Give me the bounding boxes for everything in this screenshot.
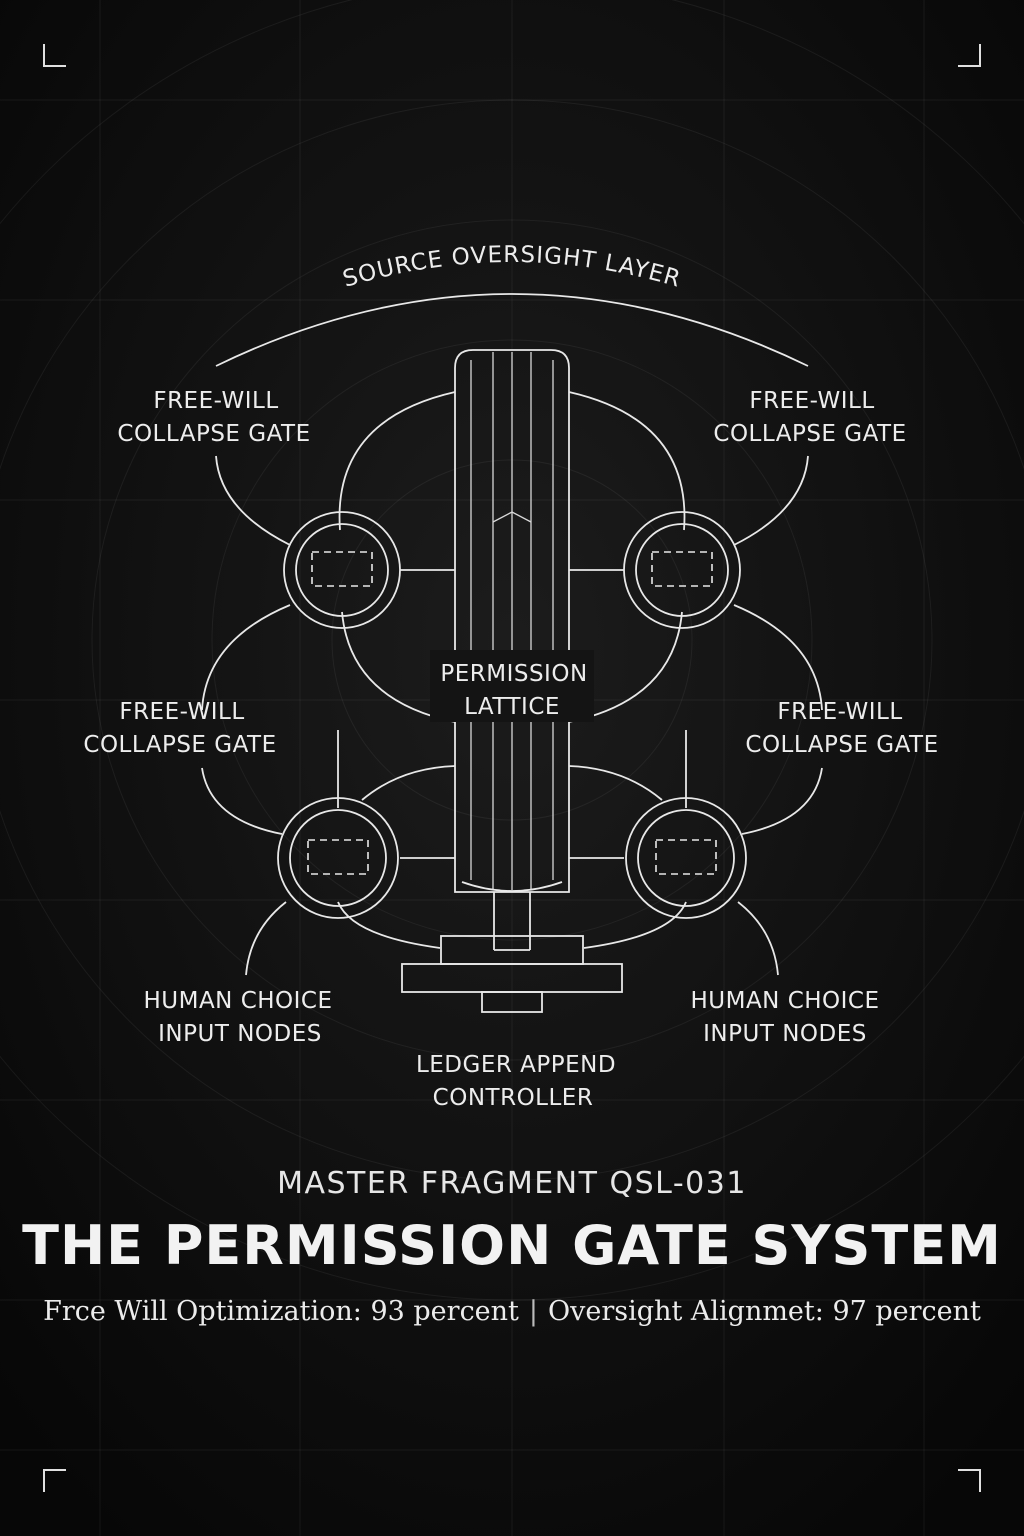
input-nodes-label-left: HUMAN CHOICE INPUT NODES	[143, 988, 332, 1047]
gate-node-top-right	[623, 511, 741, 629]
gate-node-bottom-left	[277, 797, 399, 919]
gate-label-mid-right: FREE-WILL COLLAPSE GATE	[745, 699, 938, 758]
svg-text:COLLAPSE GATE: COLLAPSE GATE	[117, 421, 310, 447]
permission-lattice-column	[454, 349, 570, 951]
svg-text:LATTICE: LATTICE	[464, 694, 560, 720]
metric-free-will: Frce Will Optimization: 93 percent	[43, 1296, 519, 1327]
svg-text:COLLAPSE GATE: COLLAPSE GATE	[745, 732, 938, 758]
svg-text:FREE-WILL: FREE-WILL	[119, 699, 244, 725]
center-label-backing	[430, 650, 594, 722]
metric-separator: |	[528, 1296, 539, 1327]
gate-label-mid-left: FREE-WILL COLLAPSE GATE	[83, 699, 276, 758]
ledger-append-base	[401, 935, 623, 1013]
gate-label-top-left: FREE-WILL COLLAPSE GATE	[117, 388, 310, 447]
gate-label-top-right: FREE-WILL COLLAPSE GATE	[713, 388, 906, 447]
fragment-subtitle: MASTER FRAGMENT QSL-031	[277, 1166, 747, 1201]
svg-text:COLLAPSE GATE: COLLAPSE GATE	[83, 732, 276, 758]
svg-text:FREE-WILL: FREE-WILL	[777, 699, 902, 725]
metric-oversight: Oversight Alignmet: 97 percent	[548, 1296, 981, 1327]
svg-text:INPUT NODES: INPUT NODES	[158, 1021, 322, 1047]
svg-text:PERMISSION: PERMISSION	[440, 661, 587, 687]
svg-text:LEDGER APPEND: LEDGER APPEND	[416, 1052, 616, 1078]
svg-text:CONTROLLER: CONTROLLER	[433, 1085, 594, 1111]
oversight-arc	[215, 293, 809, 367]
svg-text:FREE-WILL: FREE-WILL	[153, 388, 278, 414]
svg-text:INPUT NODES: INPUT NODES	[703, 1021, 867, 1047]
gate-node-top-left	[283, 511, 401, 629]
corner-brackets	[43, 44, 981, 1492]
svg-text:FREE-WILL: FREE-WILL	[749, 388, 874, 414]
svg-text:HUMAN CHOICE: HUMAN CHOICE	[690, 988, 879, 1014]
metrics-line: Frce Will Optimization: 93 percent | Overs…	[0, 1296, 1024, 1327]
svg-text:HUMAN CHOICE: HUMAN CHOICE	[143, 988, 332, 1014]
gate-node-bottom-right	[625, 797, 747, 919]
svg-text:COLLAPSE GATE: COLLAPSE GATE	[713, 421, 906, 447]
permission-lattice-label: PERMISSION LATTICE	[440, 661, 587, 720]
ledger-controller-label: LEDGER APPEND CONTROLLER	[416, 1052, 616, 1111]
system-title: THE PERMISSION GATE SYSTEM	[22, 1214, 1002, 1277]
input-nodes-label-right: HUMAN CHOICE INPUT NODES	[690, 988, 879, 1047]
